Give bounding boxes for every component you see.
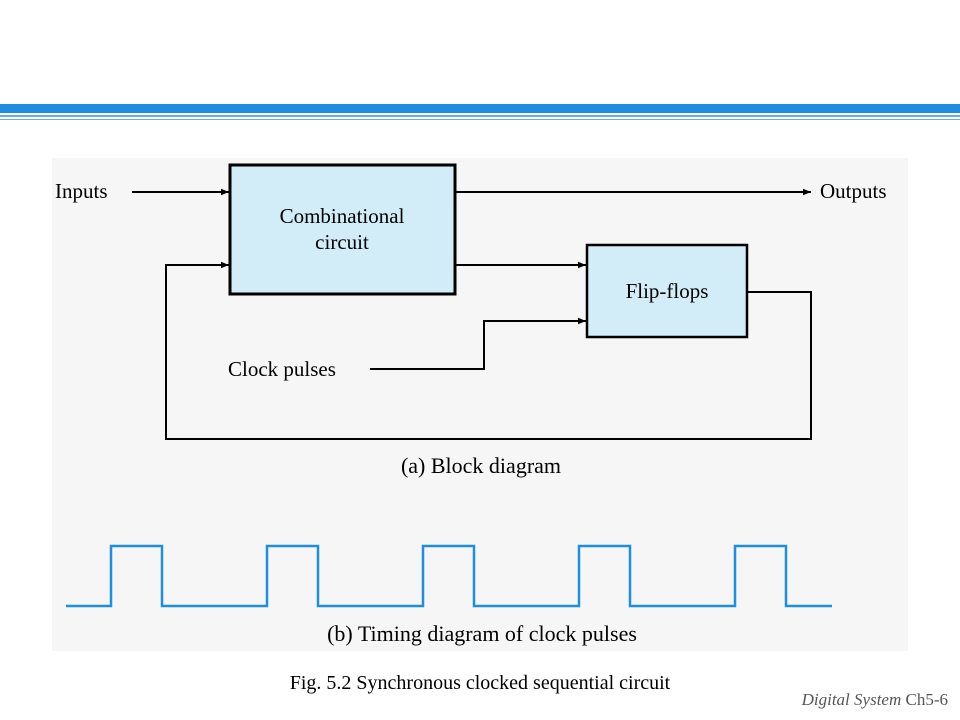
header-thin-rule-2	[0, 119, 960, 120]
footer-page: Ch5-6	[905, 690, 949, 709]
timing-diagram-caption: (b) Timing diagram of clock pulses	[327, 621, 637, 646]
footer-course: Digital System	[801, 690, 902, 709]
inputs-label: Inputs	[55, 179, 108, 203]
outputs-label: Outputs	[820, 179, 887, 203]
footer: Digital System Ch5-6	[802, 690, 948, 710]
combinational-label-line2: circuit	[315, 230, 369, 254]
combinational-circuit-box	[228, 163, 457, 296]
header-thick-rule	[0, 104, 960, 113]
clock-line	[370, 317, 586, 370]
feedback-line	[165, 261, 812, 440]
figure-caption: Fig. 5.2 Synchronous clocked sequential …	[289, 672, 671, 694]
diagram-panel	[52, 158, 908, 651]
header-thin-rule-1	[0, 115, 960, 117]
clock-pulses-label: Clock pulses	[228, 357, 336, 381]
block-diagram-caption: (a) Block diagram	[401, 453, 561, 478]
flipflops-box	[585, 243, 749, 339]
clock-pulse-waveform	[66, 544, 832, 608]
combinational-label-line1: Combinational	[280, 204, 405, 228]
flipflops-label: Flip-flops	[626, 279, 709, 303]
